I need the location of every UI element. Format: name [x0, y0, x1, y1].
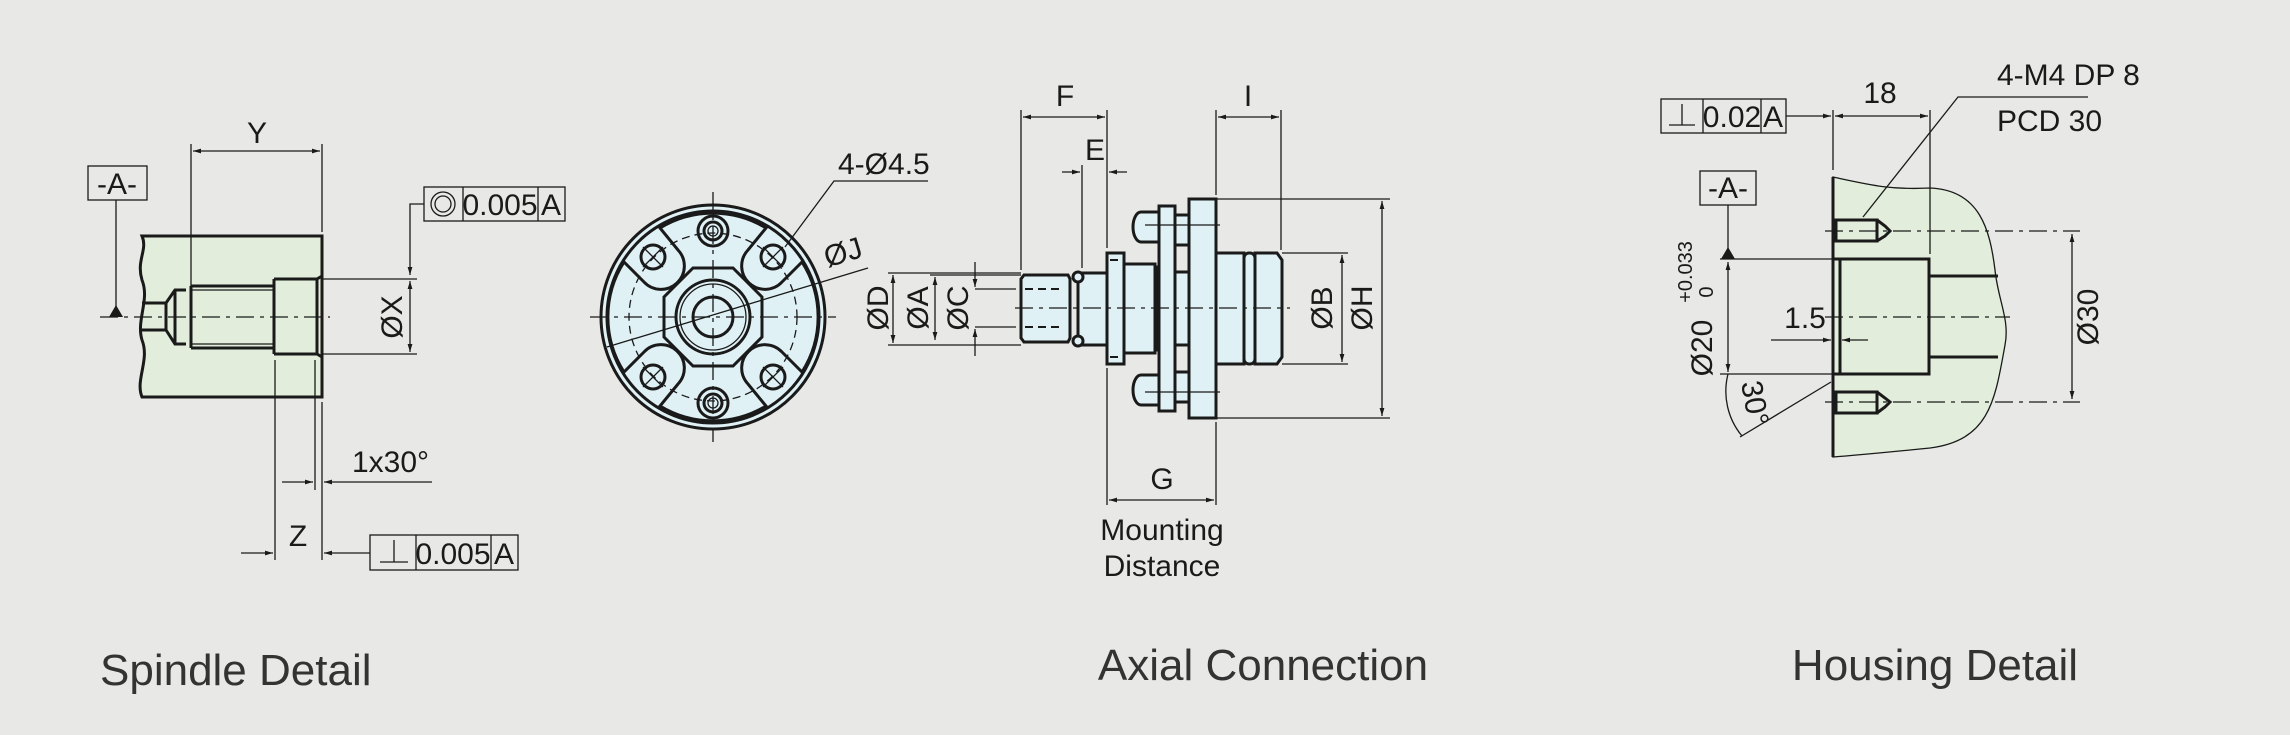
holes-leader	[784, 180, 928, 248]
datum-triangle-icon	[109, 305, 123, 317]
hex-nut	[662, 266, 764, 368]
tapped-hole-bottom	[1834, 390, 1893, 415]
extension-lines	[274, 360, 323, 560]
perpendicularity-fcf: 0.005 A	[369, 534, 519, 571]
extension-lines	[190, 144, 323, 286]
extension-lines	[1106, 368, 1217, 505]
perpendicularity-icon	[380, 540, 408, 563]
fcf-datum: A	[494, 538, 514, 571]
fcf-datum: A	[1763, 101, 1783, 134]
dim-x-label: ØX	[376, 295, 409, 338]
extension-lines	[1832, 110, 1931, 254]
housing-detail-caption: Housing Detail	[1792, 641, 2078, 690]
dim-c-label: ØC	[942, 286, 975, 331]
mounting-distance-label-2: Distance	[1104, 550, 1221, 583]
fcf-value: 0.005	[462, 189, 537, 222]
thread-label: 4-M4 DP 8	[1997, 59, 2140, 92]
angle-label: 30°	[1734, 378, 1774, 428]
chamfer-label: 1x30°	[352, 446, 429, 479]
spindle-detail-caption: Spindle Detail	[100, 646, 372, 695]
datum-a-box	[87, 165, 148, 201]
concentricity-icon	[430, 191, 456, 217]
spindle-body	[138, 234, 324, 399]
thread-leader	[1862, 96, 2088, 218]
concentricity-fcf: 0.005 A	[423, 186, 566, 222]
angle-line	[1739, 381, 1832, 438]
dim-z-label: Z	[289, 520, 307, 553]
dim-d-label: ØD	[862, 286, 895, 331]
perpendicularity-fcf: 0.02 A	[1660, 98, 1787, 134]
dim-h-label: ØH	[1346, 286, 1379, 331]
tolerance-lower: 0	[1696, 286, 1718, 297]
spindle-counterbore	[272, 274, 323, 359]
bore-label: Ø20	[1686, 320, 1719, 377]
spindle-thread-hole	[142, 284, 274, 350]
dim-b-label: ØB	[1306, 286, 1339, 329]
fcf-leader	[407, 203, 424, 275]
housing-detail: 18 0.02 A 4-M4 DP 8 PCD 30 -A- Ø20 +0.03…	[1660, 59, 2140, 690]
dim-30-label: Ø30	[2072, 289, 2105, 346]
dim-f-label: F	[1056, 80, 1074, 113]
fcf-value: 0.02	[1703, 101, 1761, 134]
extension-lines	[1216, 198, 1390, 419]
axial-connection-caption: Axial Connection	[1098, 641, 1428, 690]
dim-15-label: 1.5	[1784, 302, 1826, 335]
dim-18-label: 18	[1863, 77, 1896, 110]
datum-triangle-icon	[1721, 247, 1735, 259]
extension-lines	[1720, 258, 1838, 375]
axial-side-view	[1015, 197, 1290, 420]
extension-lines	[322, 278, 417, 355]
flange-end-view	[590, 192, 836, 442]
thread-minor-lines	[191, 289, 274, 345]
tapped-hole-top	[1834, 218, 1893, 243]
spindle-detail: Y -A- 0.005 A ØX 1x30° Z 0.005 A Spindl	[87, 117, 566, 695]
bolt-holes	[639, 243, 787, 391]
dim-i-label: I	[1244, 80, 1252, 113]
fcf-datum: A	[541, 189, 561, 222]
mounting-distance-label-1: Mounting	[1100, 514, 1223, 547]
datum-a-label: -A-	[1708, 172, 1748, 205]
dim-g-label: G	[1150, 463, 1173, 496]
pcd-label: PCD 30	[1997, 105, 2102, 138]
datum-a-label: -A-	[97, 168, 137, 201]
dim-y-label: Y	[247, 117, 267, 150]
perpendicularity-icon	[1669, 104, 1695, 126]
dim-e-label: E	[1085, 134, 1105, 167]
angle-arc	[1725, 373, 1743, 437]
fcf-value: 0.005	[415, 538, 490, 571]
dim-j-line	[606, 267, 869, 348]
holes-label: 4-Ø4.5	[838, 148, 930, 181]
tolerance-upper: +0.033	[1675, 241, 1697, 303]
dim-a-label: ØA	[902, 286, 935, 329]
extension-lines	[1020, 110, 1282, 270]
axial-connection: ØJ 4-Ø4.5 ØD Ø	[590, 80, 1428, 690]
